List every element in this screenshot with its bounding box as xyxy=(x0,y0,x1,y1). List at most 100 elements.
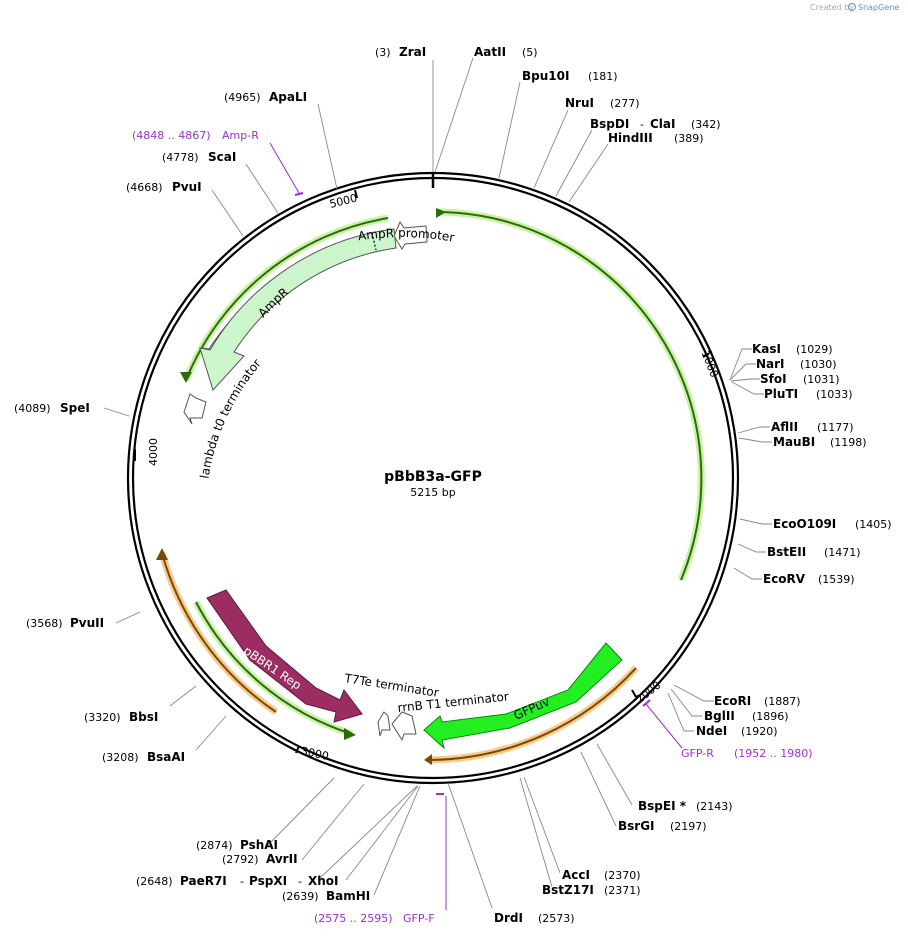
site-bsrgi: BsrGI xyxy=(618,819,655,833)
svg-text:(1198): (1198) xyxy=(830,436,867,449)
svg-text:(5): (5) xyxy=(522,46,538,59)
svg-text:(1031): (1031) xyxy=(803,373,840,386)
site-bamhi: BamHI xyxy=(326,889,370,903)
misc-arcs xyxy=(156,548,639,765)
svg-text:(2370): (2370) xyxy=(604,869,641,882)
svg-text:(2573): (2573) xyxy=(538,912,575,925)
site-bsteii: BstEII xyxy=(767,545,806,559)
ampr-body xyxy=(199,228,397,391)
t7te-terminator-arrow[interactable] xyxy=(377,711,391,737)
rrnb-t1-terminator-arrow[interactable] xyxy=(391,711,417,742)
credit-brand: SnapGene xyxy=(858,3,899,12)
site-bspei: BspEI * xyxy=(638,799,687,813)
svg-text:(277): (277) xyxy=(610,97,640,110)
primer-gfp-r: GFP-R xyxy=(681,747,714,760)
svg-text:(1177): (1177) xyxy=(817,421,854,434)
site-leaders xyxy=(103,57,772,909)
ampr-junction xyxy=(371,232,377,251)
primer-labels: (4848 .. 4867) Amp-R GFP-R (1952 .. 1980… xyxy=(132,129,813,925)
gfp-r-primer-mark xyxy=(642,699,651,707)
plasmid-size: 5215 bp xyxy=(410,486,455,499)
svg-text:-: - xyxy=(240,875,244,888)
svg-text:(4965): (4965) xyxy=(224,91,261,104)
svg-text:-: - xyxy=(640,118,644,131)
site-avrii: AvrII xyxy=(266,852,298,866)
svg-text:(4778): (4778) xyxy=(162,151,199,164)
gfpuv-arrow[interactable] xyxy=(423,642,623,750)
svg-text:(2197): (2197) xyxy=(670,820,707,833)
svg-text:(1952 .. 1980): (1952 .. 1980) xyxy=(734,747,813,760)
site-kasi: KasI xyxy=(752,342,781,356)
site-scai: ScaI xyxy=(208,150,236,164)
site-zrai: ZraI xyxy=(399,45,426,59)
svg-text:(4089): (4089) xyxy=(14,402,51,415)
primer-gfp-f: GFP-F xyxy=(403,912,435,925)
site-ecoo109i: EcoO109I xyxy=(773,517,836,531)
site-bpu10i: Bpu10I xyxy=(522,69,569,83)
svg-text:(2143): (2143) xyxy=(696,800,733,813)
site-bbsi: BbsI xyxy=(129,710,158,724)
site-bstz17i: BstZ17I xyxy=(542,883,594,897)
site-afiii: AflII xyxy=(771,420,798,434)
orf-arcs xyxy=(180,208,705,740)
svg-text:(4668): (4668) xyxy=(126,181,163,194)
svg-text:(1539): (1539) xyxy=(818,573,855,586)
snapgene-logo-icon xyxy=(848,3,856,11)
site-xhoi: XhoI xyxy=(308,874,339,888)
svg-text:(1030): (1030) xyxy=(800,358,837,371)
ampr-promoter-label: AmpR promoter xyxy=(357,226,455,244)
amp-r-primer-leader xyxy=(269,142,300,194)
plasmid-name: pBbB3a-GFP xyxy=(384,469,482,485)
svg-text:(1920): (1920) xyxy=(741,725,778,738)
svg-text:(3568): (3568) xyxy=(26,617,63,630)
site-bspdi: BspDI xyxy=(590,117,629,131)
svg-text:(1033): (1033) xyxy=(816,388,853,401)
primer-amp-r: Amp-R xyxy=(222,129,259,142)
credit-text: Created by xyxy=(810,3,854,12)
site-drdi: DrdI xyxy=(494,911,523,925)
gfp-r-primer-leader xyxy=(645,703,683,749)
svg-text:(1887): (1887) xyxy=(764,695,801,708)
site-hindiii: HindIII xyxy=(608,131,653,145)
site-pshai: PshAI xyxy=(240,838,278,852)
svg-text:(3320): (3320) xyxy=(84,711,121,724)
svg-text:(1896): (1896) xyxy=(752,710,789,723)
svg-text:(2639): (2639) xyxy=(282,890,319,903)
site-ndei: NdeI xyxy=(696,724,727,738)
site-clai: ClaI xyxy=(650,117,675,131)
site-pspxi: PspXI xyxy=(249,874,287,888)
lambda-t0-label: lambda t0 terminator xyxy=(198,356,264,479)
svg-text:(181): (181) xyxy=(588,70,618,83)
svg-text:(4848 .. 4867): (4848 .. 4867) xyxy=(132,129,211,142)
amp-r-primer-mark xyxy=(294,192,304,196)
svg-text:(2371): (2371) xyxy=(604,884,641,897)
svg-text:(2648): (2648) xyxy=(136,875,173,888)
site-paer7i: PaeR7I xyxy=(180,874,227,888)
svg-text:(3208): (3208) xyxy=(102,751,139,764)
site-pluti: PluTI xyxy=(764,387,798,401)
svg-text:(2792): (2792) xyxy=(222,853,259,866)
scale-ticks xyxy=(134,189,710,754)
svg-text:(2874): (2874) xyxy=(196,839,233,852)
t7te-label: T7Te terminator xyxy=(343,671,440,700)
site-pvui: PvuI xyxy=(172,180,202,194)
svg-text:(3): (3) xyxy=(375,46,391,59)
tick-4000: 4000 xyxy=(147,438,160,466)
site-aatii: AatII xyxy=(474,45,506,59)
tick-1000: 1000 xyxy=(698,349,721,380)
lambda-t0-arrow[interactable] xyxy=(183,393,207,425)
site-ecorv: EcoRV xyxy=(763,572,806,586)
site-ecori: EcoRI xyxy=(714,694,751,708)
pbbr1-rep-arrow[interactable] xyxy=(206,589,363,723)
site-nari: NarI xyxy=(756,357,785,371)
tick-3000: 3000 xyxy=(300,744,330,763)
svg-text:(2575 .. 2595): (2575 .. 2595) xyxy=(314,912,393,925)
svg-text:(1471): (1471) xyxy=(824,546,861,559)
site-bsaai: BsaAI xyxy=(147,750,185,764)
site-spei: SpeI xyxy=(60,401,90,415)
site-acci: AccI xyxy=(562,868,590,882)
site-maubi: MauBI xyxy=(773,435,815,449)
site-sfoi: SfoI xyxy=(760,372,787,386)
ampr-promoter-arrow[interactable] xyxy=(393,220,428,250)
